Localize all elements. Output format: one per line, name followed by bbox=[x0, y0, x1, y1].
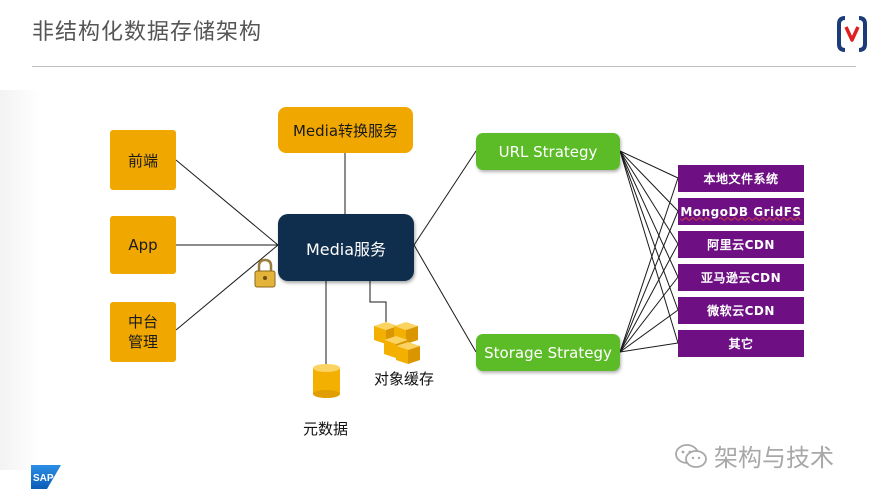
storage-target-label: 阿里云CDN bbox=[707, 238, 775, 252]
media-service-label: Media服务 bbox=[305, 239, 387, 259]
object-cache-cubes-icon bbox=[374, 322, 420, 364]
lock-icon bbox=[254, 258, 276, 288]
client-admin-label: 中台 管理 bbox=[127, 313, 158, 351]
client-frontend-label: 前端 bbox=[127, 151, 158, 170]
slide-left-shade bbox=[0, 90, 40, 470]
client-frontend-box: 前端 bbox=[110, 130, 176, 190]
url-strategy-box: URL Strategy bbox=[476, 133, 620, 170]
url-strategy-label: URL Strategy bbox=[498, 142, 598, 161]
client-app-label: App bbox=[128, 236, 158, 254]
client-app-box: App bbox=[110, 216, 176, 274]
media-service-box: Media服务 bbox=[278, 214, 414, 281]
storage-target-label: 本地文件系统 bbox=[703, 172, 779, 186]
client-admin-box: 中台 管理 bbox=[110, 302, 176, 362]
metadata-database-icon bbox=[313, 364, 340, 398]
slide-title: 非结构化数据存储架构 bbox=[32, 20, 263, 45]
title-divider bbox=[32, 66, 856, 67]
storage-target-label: 亚马逊云CDN bbox=[700, 271, 782, 285]
sap-logo-icon: SAP bbox=[31, 465, 61, 489]
wechat-icon bbox=[675, 443, 707, 468]
storage-target-azure-cdn: 微软云CDN bbox=[678, 297, 804, 324]
watermark-text: 架构与技术 bbox=[714, 444, 834, 472]
metadata-label: 元数据 bbox=[303, 420, 349, 438]
object-cache-label: 对象缓存 bbox=[374, 370, 435, 388]
storage-target-label: 其它 bbox=[728, 337, 754, 351]
watermark: 架构与技术 bbox=[674, 438, 834, 473]
storage-target-label: MongoDB GridFS bbox=[680, 204, 802, 219]
storage-target-mongodb-gridfs: MongoDB GridFS bbox=[678, 198, 804, 225]
storage-target-other: 其它 bbox=[678, 330, 804, 357]
storage-target-label: 微软云CDN bbox=[707, 304, 775, 318]
storage-target-local-fs: 本地文件系统 bbox=[678, 165, 804, 192]
storage-strategy-box: Storage Strategy bbox=[476, 334, 620, 371]
storage-target-aliyun-cdn: 阿里云CDN bbox=[678, 231, 804, 258]
media-conversion-service-box: Media转换服务 bbox=[278, 107, 413, 153]
brand-logo-icon bbox=[837, 16, 867, 52]
storage-strategy-label: Storage Strategy bbox=[484, 343, 612, 362]
media-conversion-service-label: Media转换服务 bbox=[292, 121, 399, 140]
storage-target-aws-cdn: 亚马逊云CDN bbox=[678, 264, 804, 291]
sap-logo-text: SAP bbox=[33, 473, 54, 484]
